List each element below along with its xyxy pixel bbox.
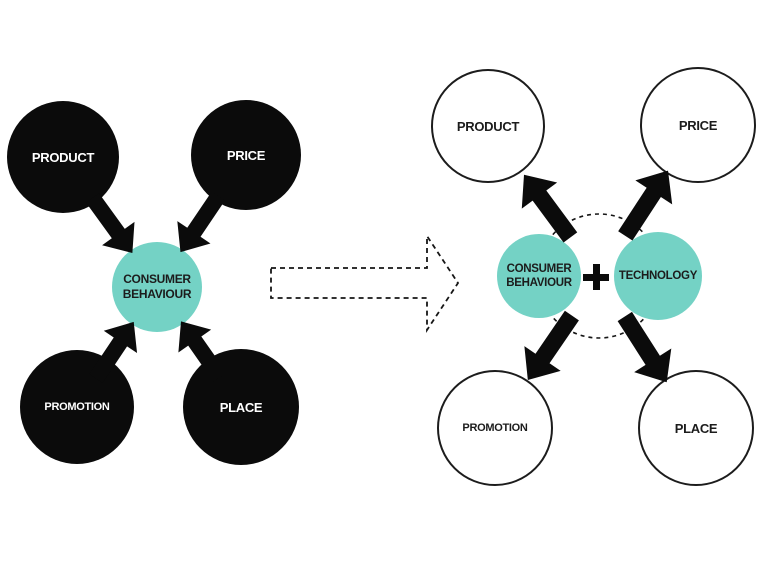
right-node-consumer-behaviour: CONSUMER BEHAVIOUR [497, 234, 581, 318]
right-promotion-label: PROMOTION [462, 421, 528, 434]
right-node-price: PRICE [640, 67, 756, 183]
plus-icon [583, 264, 609, 290]
left-place-label: PLACE [219, 399, 263, 415]
transition-dashed-arrow-icon [270, 233, 460, 333]
right-product-label: PRODUCT [456, 118, 520, 134]
right-node-promotion: PROMOTION [437, 370, 553, 486]
left-price-label: PRICE [226, 147, 266, 163]
right-node-product: PRODUCT [431, 69, 545, 183]
left-consumer-label-line2: BEHAVIOUR [122, 287, 192, 301]
left-node-price: PRICE [191, 100, 301, 210]
left-node-product: PRODUCT [7, 101, 119, 213]
left-node-consumer-behaviour: CONSUMER BEHAVIOUR [112, 242, 202, 332]
left-consumer-label-line1: CONSUMER [123, 272, 191, 286]
right-node-place: PLACE [638, 370, 754, 486]
right-consumer-label-line1: CONSUMER [506, 263, 572, 275]
left-product-label: PRODUCT [31, 149, 95, 165]
right-price-label: PRICE [678, 117, 718, 133]
left-node-place: PLACE [183, 349, 299, 465]
left-node-promotion: PROMOTION [20, 350, 134, 464]
right-node-technology: TECHNOLOGY [614, 232, 702, 320]
right-consumer-label-line2: BEHAVIOUR [506, 277, 572, 289]
right-technology-label: TECHNOLOGY [618, 270, 698, 282]
left-promotion-label: PROMOTION [44, 400, 110, 413]
right-place-label: PLACE [674, 420, 718, 436]
